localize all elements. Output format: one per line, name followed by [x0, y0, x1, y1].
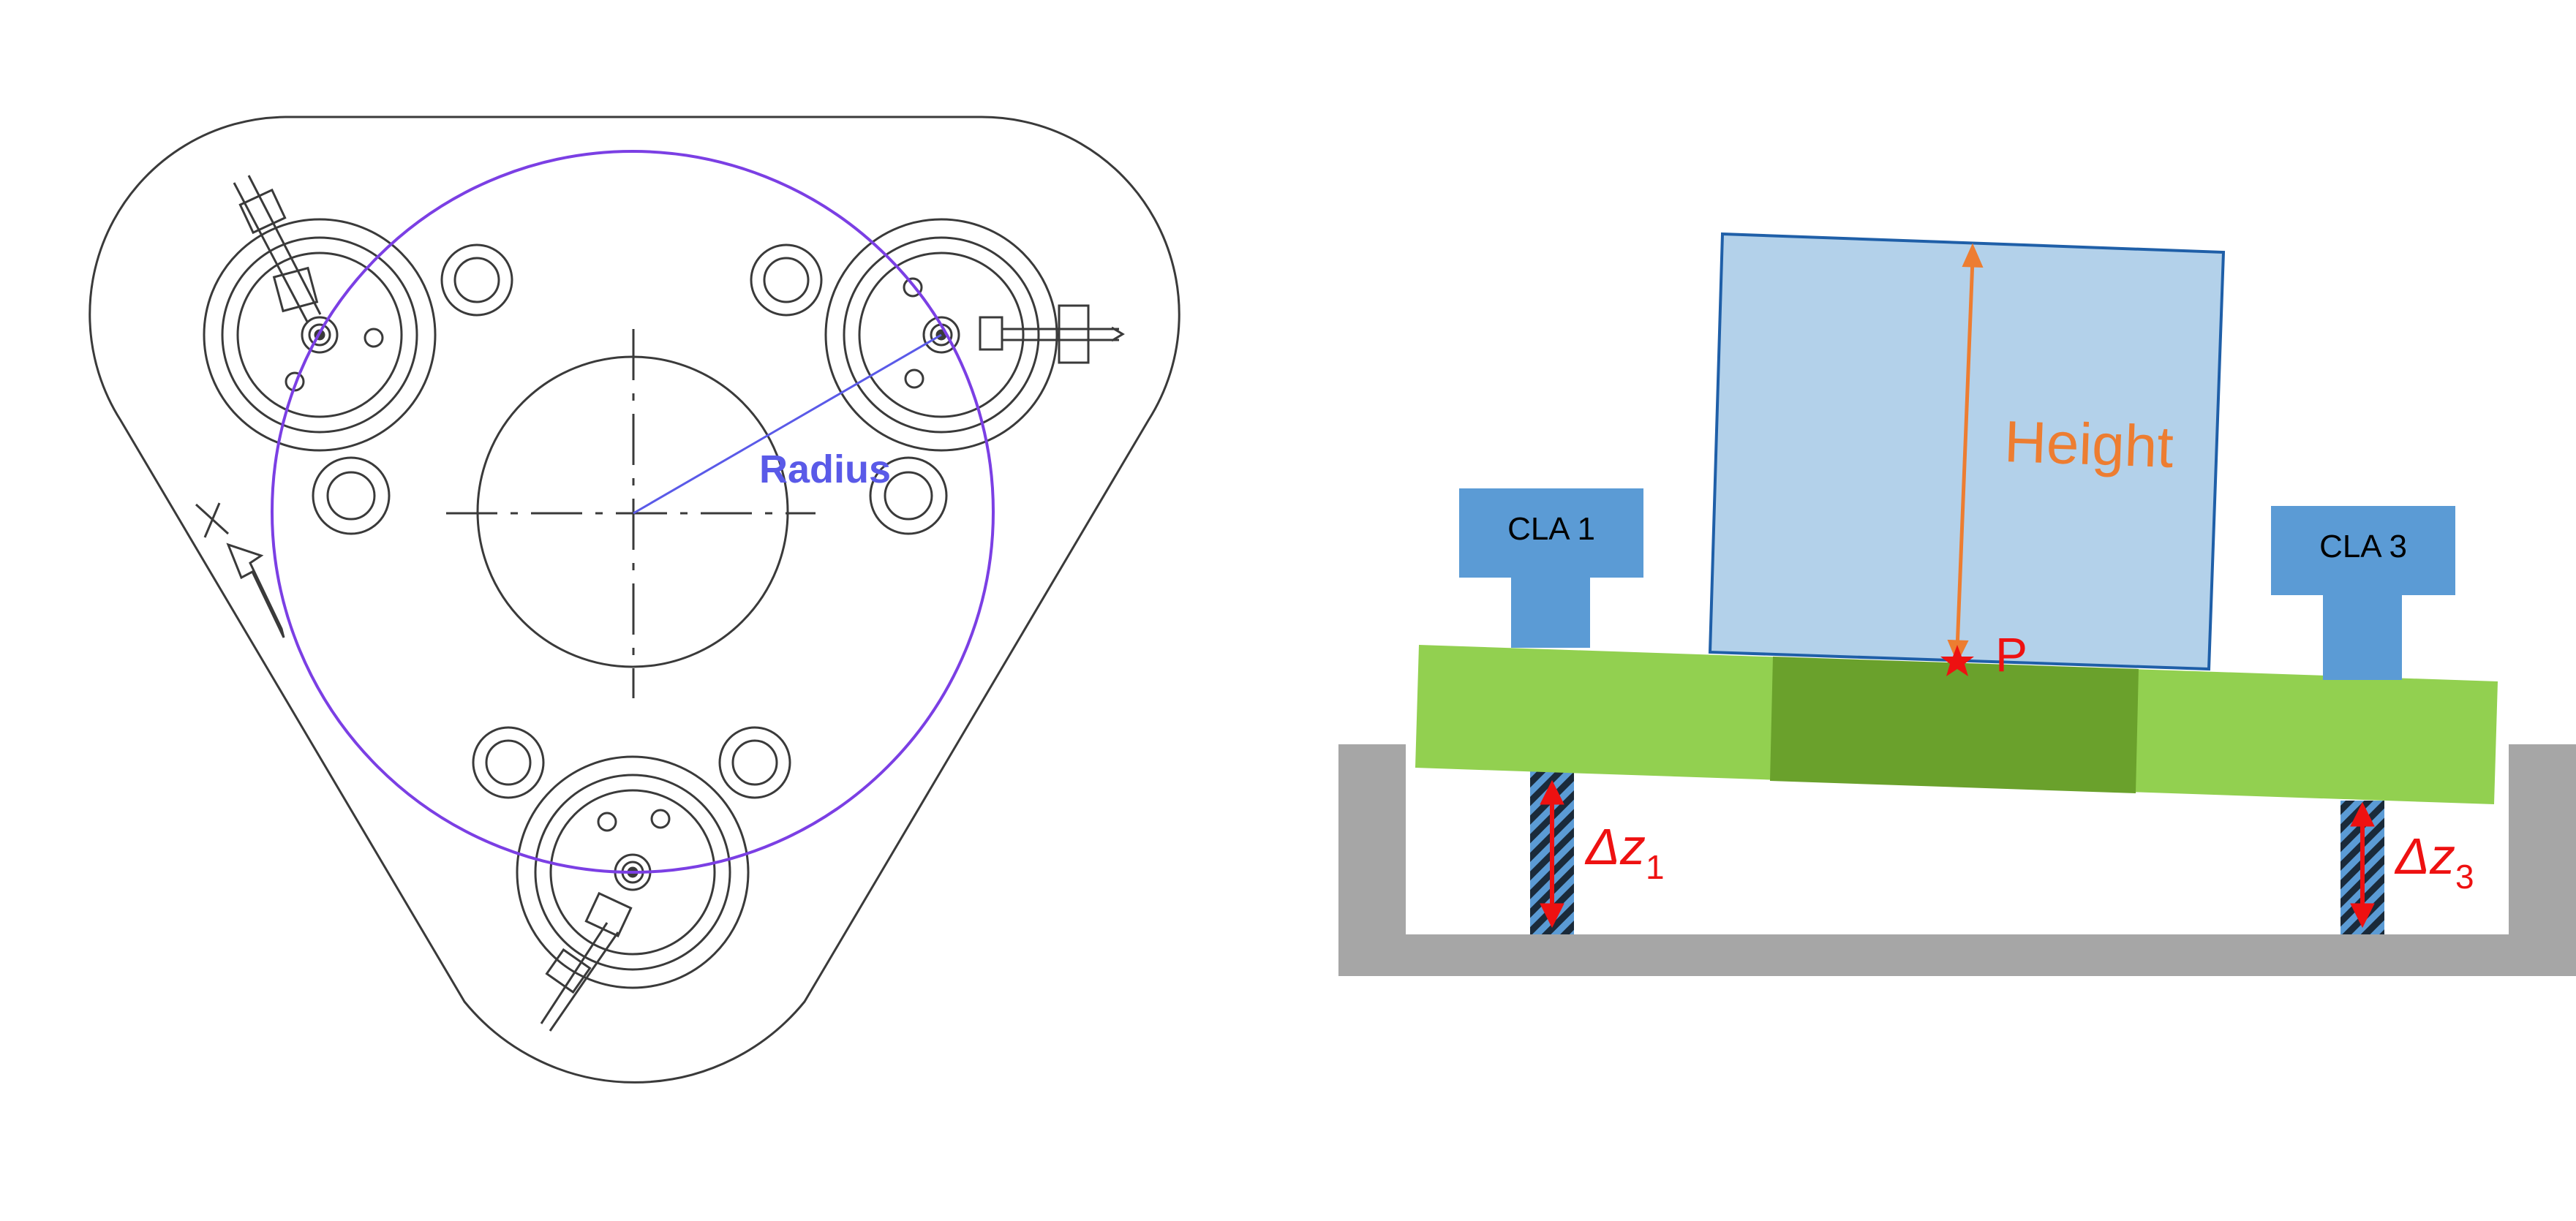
radius-circle	[271, 150, 995, 874]
actuator-top-left	[203, 175, 437, 452]
point-p-star-icon	[1940, 645, 1974, 676]
mounting-holes	[312, 243, 948, 799]
top-view-figure	[88, 116, 1180, 1084]
delta-arrow-right	[2350, 801, 2375, 929]
center-crosshair	[446, 329, 816, 698]
cla-left-label: CLA 1	[1507, 511, 1595, 547]
base-frame	[1338, 744, 2576, 976]
delta-arrow-left	[1540, 779, 1564, 929]
platform-center-section	[1770, 657, 2139, 793]
cla-right: CLA 3	[2271, 506, 2455, 680]
side-view-figure: CLA 1 CLA 3 Height P	[1338, 232, 2576, 976]
cla-right-label: CLA 3	[2319, 529, 2407, 564]
radius-indicator: Radius	[271, 150, 995, 874]
radius-line	[633, 333, 942, 515]
point-p-label: P	[1995, 627, 2027, 681]
cla-left: CLA 1	[1459, 488, 1643, 648]
x-direction-arrow-icon	[226, 543, 285, 638]
x-axis-marker	[195, 502, 285, 638]
radius-label: Radius	[759, 447, 891, 491]
delta-z1-label: Δz1	[1584, 818, 1665, 886]
actuator-bottom	[516, 755, 750, 1032]
actuator-top-right	[824, 218, 1125, 452]
triangular-plate-outline	[88, 116, 1180, 1084]
delta-z3-label: Δz3	[2394, 828, 2474, 896]
height-label: Height	[2003, 409, 2174, 480]
